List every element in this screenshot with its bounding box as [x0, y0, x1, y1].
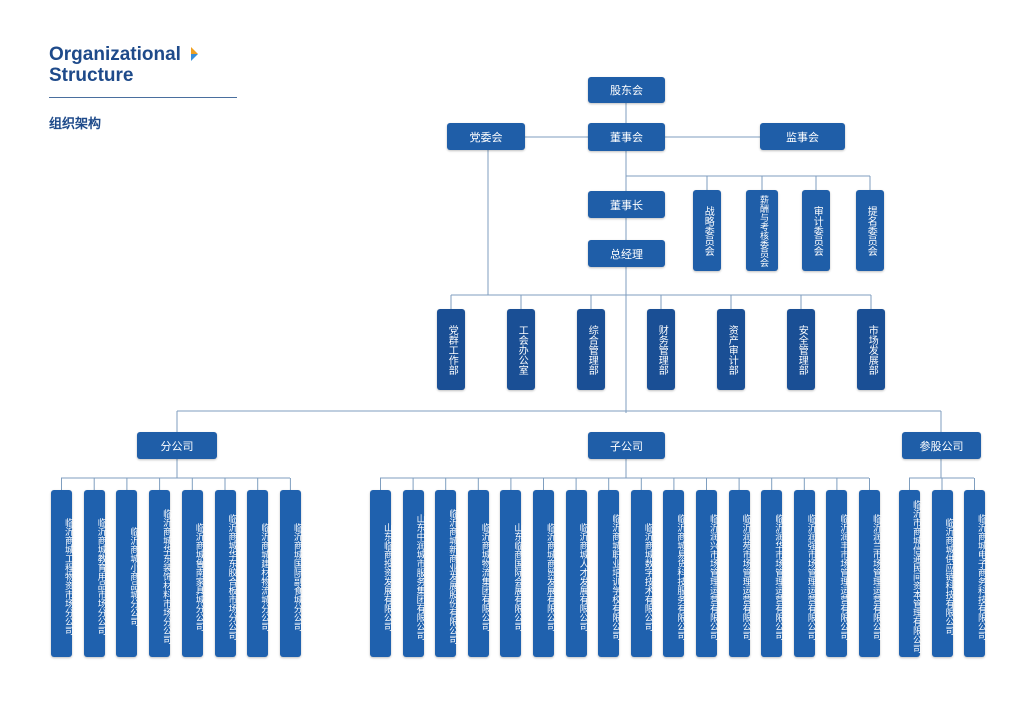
node-supervisors: 监事会	[760, 123, 845, 150]
subsidiary-company-11: 临沂润兴市场管理运营有限公司	[696, 490, 718, 657]
committee-audit: 审计委员会	[802, 190, 830, 271]
subsidiary-company-16: 临沂润兰市场管理运营有限公司	[859, 490, 881, 657]
subsidiary-company-2: 山东中润城市服务集团有限公司	[402, 490, 425, 657]
subsidiary-company-4: 临沂商城物流集团有限公司	[467, 490, 490, 657]
branch-company-3: 临沂商城小商品城分公司	[116, 490, 138, 657]
group-affiliates: 参股公司	[902, 432, 981, 459]
affiliate-company-2: 临沂商城供应链科技有限公司	[931, 490, 954, 657]
node-board: 董事会	[588, 123, 665, 151]
dept-safety: 安全管理部	[787, 309, 815, 390]
title-divider	[49, 97, 237, 98]
subsidiary-company-10: 临沂商城易货科技服务有限公司	[663, 490, 685, 657]
branch-company-1: 临沂商城工程物资市场分公司	[51, 490, 73, 657]
page-subtitle: 组织架构	[49, 117, 102, 132]
node-general-manager: 总经理	[588, 240, 665, 267]
branch-company-2: 临沂商城教育用品市场分公司	[83, 490, 106, 657]
branch-company-6: 临沂商城华东胶合板市场分公司	[214, 490, 237, 657]
page-title: Organizational Structure	[49, 44, 181, 86]
subsidiary-company-6: 临沂商城商贸发展有限公司	[533, 490, 555, 657]
dept-union-office: 工会办公室	[507, 309, 535, 390]
subsidiary-company-7: 临沂商城人才发展有限公司	[565, 490, 588, 657]
subsidiary-company-14: 临沂润强市场管理运营有限公司	[793, 490, 816, 657]
chevron-arrow-icon	[191, 47, 198, 61]
branch-company-8: 临沂商城国际副食城分公司	[279, 490, 302, 657]
subsidiary-company-5: 山东临商国际会展有限公司	[500, 490, 522, 657]
subsidiary-company-1: 山东临商投资发展有限公司	[370, 490, 392, 657]
committee-strategy: 战略委员会	[693, 190, 721, 271]
dept-party-affairs: 党群工作部	[437, 309, 465, 390]
committee-nomination: 提名委员会	[856, 190, 884, 271]
subsidiary-company-8: 临沂商城职业培训学校有限公司	[598, 490, 620, 657]
branch-company-5: 临沂商城鲁南家具城分公司	[181, 490, 204, 657]
committee-compensation: 薪酬与考核委员会	[746, 190, 778, 271]
subsidiary-company-3: 临沂商城新商业发展股份有限公司	[435, 490, 457, 657]
dept-general-management: 综合管理部	[577, 309, 605, 390]
dept-finance: 财务管理部	[647, 309, 675, 390]
branch-company-4: 临沂商城华东装饰材料市场分公司	[149, 490, 171, 657]
subsidiary-company-9: 临沂商城数字技术有限公司	[630, 490, 653, 657]
title-line-1: Organizational	[49, 44, 181, 65]
node-chairman: 董事长	[588, 191, 665, 218]
affiliate-company-3: 临沂商城电子商务科技有限公司	[964, 490, 986, 657]
node-party-committee: 党委会	[447, 123, 525, 150]
branch-company-7: 临沂商城建材物流城分公司	[247, 490, 269, 657]
node-shareholders: 股东会	[588, 77, 665, 103]
title-line-2: Structure	[49, 65, 134, 86]
subsidiary-company-15: 临沂润丰市场管理运营有限公司	[826, 490, 848, 657]
group-branches: 分公司	[137, 432, 217, 459]
subsidiary-company-13: 临沂润华市场管理运营有限公司	[761, 490, 783, 657]
dept-market-development: 市场发展部	[857, 309, 885, 390]
subsidiary-company-12: 临沂润苑市场管理运营有限公司	[728, 490, 751, 657]
dept-asset-audit: 资产审计部	[717, 309, 745, 390]
group-subsidiaries: 子公司	[588, 432, 665, 459]
affiliate-company-1: 临沂市商城信通民间资本管理有限公司	[899, 490, 921, 657]
